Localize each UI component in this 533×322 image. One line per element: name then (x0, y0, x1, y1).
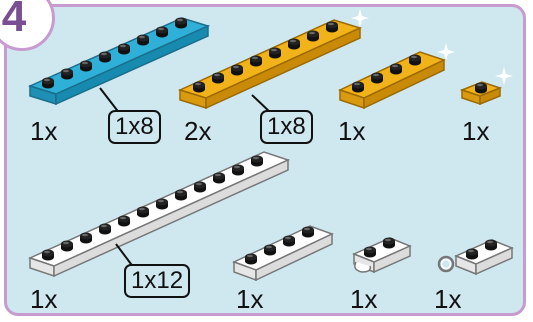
qty-white-1x12: 1x (30, 284, 58, 314)
qty-white-1x4: 1x (236, 284, 264, 314)
size-tag-blue-1x8: 1x8 (108, 110, 161, 144)
qty-white-1x2-ring: 1x (434, 284, 462, 314)
qty-yellow-1x4: 1x (338, 116, 366, 146)
leader-line-blue (99, 87, 121, 115)
size-tag-yellow-1x8: 1x8 (260, 110, 313, 144)
white-plate-1x4 (232, 225, 334, 282)
yellow-plate-1x4 (337, 43, 455, 110)
qty-yellow-1x1: 1x (462, 116, 490, 146)
size-tag-white-1x12: 1x12 (124, 264, 191, 298)
step-badge: 4 (0, 0, 55, 51)
white-plate-1x12 (27, 151, 291, 278)
qty-blue-1x8: 1x (30, 116, 58, 146)
white-plate-1x2-clip (352, 237, 412, 274)
step-number: 4 (1, 0, 27, 41)
yellow-plate-1x1 (459, 67, 513, 106)
qty-yellow-1x8: 2x (184, 116, 212, 146)
blue-plate-1x8 (27, 17, 211, 106)
qty-white-1x2-clip: 1x (350, 284, 378, 314)
white-plate-1x2-ring (437, 239, 514, 276)
yellow-plate-1x8 (177, 9, 369, 110)
